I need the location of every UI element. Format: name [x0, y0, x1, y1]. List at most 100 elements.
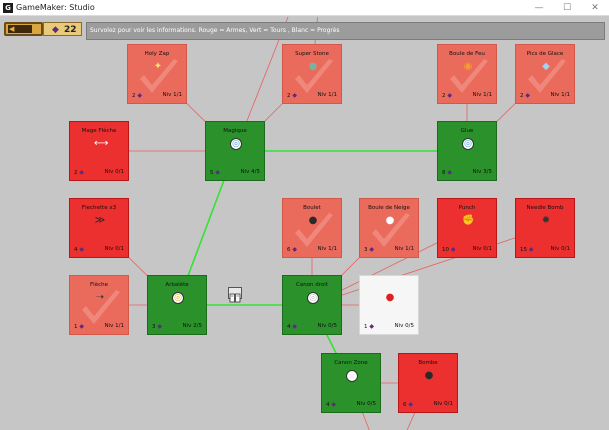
node-level: Niv 1/1 — [317, 92, 338, 98]
node-progres[interactable]: ●1 ◆Niv 0/5 — [359, 275, 419, 335]
magic-arrow-icon: ⟷ — [94, 138, 109, 149]
node-level: Niv 1/1 — [104, 323, 125, 329]
stone-icon: ● — [308, 61, 318, 72]
glue-tower-icon: ◎ — [462, 138, 474, 150]
gem-icon: ◆ — [367, 323, 375, 330]
node-canon-zone[interactable]: Canon Zone◎4 ◆Niv 0/5 — [321, 353, 381, 413]
node-name: Arbalète — [165, 282, 189, 288]
node-cost: 15 ◆ — [520, 246, 534, 254]
gem-icon: ◆ — [445, 92, 453, 99]
cost-value: 1 — [364, 324, 368, 330]
title-bar: G GameMaker: Studio — ☐ ✕ — [0, 0, 609, 16]
crossbow-tower-icon: ◎ — [172, 292, 184, 304]
node-fleche[interactable]: Flèche➝1 ◆Niv 1/1 — [69, 275, 129, 335]
node-level: Niv 0/1 — [550, 246, 571, 252]
cost-value: 4 — [74, 247, 78, 253]
node-cost: 1 ◆ — [74, 323, 84, 331]
node-level: Niv 1/1 — [472, 92, 493, 98]
node-name: Boule de Neige — [368, 205, 410, 211]
node-name: Holy Zap — [144, 51, 170, 57]
magic-tower-icon: ◎ — [230, 138, 242, 150]
node-pics-de-glace[interactable]: Pics de Glace◆2 ◆Niv 1/1 — [515, 44, 575, 104]
gem-icon: ◆ — [77, 169, 85, 176]
node-level: Niv 0/1 — [472, 246, 493, 252]
node-needle-bomb[interactable]: Needle Bomb✹15 ◆Niv 0/1 — [515, 198, 575, 258]
node-level: Niv 1/1 — [162, 92, 183, 98]
node-name: Magique — [223, 128, 247, 134]
triple-dart-icon: ≫ — [94, 215, 106, 226]
node-cost: 1 ◆ — [364, 323, 374, 331]
node-name: Boule de Feu — [449, 51, 485, 57]
cost-value: 2 — [442, 93, 446, 99]
node-magique[interactable]: Magique◎5 ◆Niv 4/5 — [205, 121, 265, 181]
ice-spike-icon: ◆ — [542, 61, 550, 72]
purchased-check-icon — [450, 59, 488, 93]
node-name: Mage Flèche — [81, 128, 117, 134]
gem-icon: ◆ — [406, 401, 414, 408]
gem-counter: ◆ 22 — [43, 22, 82, 36]
info-bar: Survolez pour voir les informations. Rou… — [86, 22, 605, 40]
purchased-check-icon — [528, 59, 566, 93]
node-name: Pics de Glace — [526, 51, 564, 57]
snowball-icon: ● — [385, 215, 395, 226]
node-level: Niv 0/1 — [104, 169, 125, 175]
node-boule-de-feu[interactable]: Boule de Feu◉2 ◆Niv 1/1 — [437, 44, 497, 104]
node-level: Niv 1/1 — [317, 246, 338, 252]
node-glue[interactable]: Glue◎8 ◆Niv 3/5 — [437, 121, 497, 181]
purchased-check-icon — [295, 59, 333, 93]
gamemaker-logo-icon: G — [3, 3, 13, 13]
cost-value: 2 — [520, 93, 524, 99]
back-button[interactable]: ◀ — [4, 22, 43, 36]
gem-icon: ◆ — [77, 246, 85, 253]
gem-icon: ◆ — [290, 246, 298, 253]
node-name: Canon Zone — [334, 360, 368, 366]
node-arbalete[interactable]: Arbalète◎3 ◆Niv 2/5 — [147, 275, 207, 335]
node-cost: 4 ◆ — [74, 246, 84, 254]
gem-icon: ◆ — [329, 401, 337, 408]
cost-value: 3 — [152, 324, 156, 330]
gem-icon: ◆ — [135, 92, 143, 99]
cannonball-icon: ● — [308, 215, 318, 226]
cost-value: 4 — [287, 324, 291, 330]
cost-value: 1 — [74, 324, 78, 330]
cost-value: 8 — [442, 170, 446, 176]
node-bombe[interactable]: Bombe●6 ◆Niv 0/1 — [398, 353, 458, 413]
gem-icon: ◆ — [155, 323, 163, 330]
gem-icon: ◆ — [290, 323, 298, 330]
info-text: Survolez pour voir les informations. Rou… — [90, 27, 340, 34]
node-cost: 2 ◆ — [132, 92, 142, 100]
node-boulet[interactable]: Boulet●6 ◆Niv 1/1 — [282, 198, 342, 258]
gem-icon: ◆ — [445, 169, 453, 176]
node-level: Niv 1/1 — [394, 246, 415, 252]
node-cost: 2 ◆ — [442, 92, 452, 100]
arrow-left-icon: ◀ — [8, 25, 32, 33]
node-boule-de-neige[interactable]: Boule de Neige●3 ◆Niv 1/1 — [359, 198, 419, 258]
gem-icon: ◆ — [52, 25, 59, 35]
cost-value: 4 — [326, 402, 330, 408]
purchased-check-icon — [372, 213, 410, 247]
node-cost: 4 ◆ — [326, 401, 336, 409]
book-icon — [228, 287, 242, 303]
minimize-button[interactable]: — — [534, 3, 544, 13]
node-punch[interactable]: Punch✊10 ◆Niv 0/1 — [437, 198, 497, 258]
node-cost: 8 ◆ — [442, 169, 452, 177]
close-button[interactable]: ✕ — [591, 3, 599, 13]
gem-icon: ◆ — [367, 246, 375, 253]
node-cost: 6 ◆ — [403, 401, 413, 409]
arrow-icon: ➝ — [95, 292, 105, 303]
node-flechette-x3[interactable]: Flechette x3≫4 ◆Niv 0/1 — [69, 198, 129, 258]
cost-value: 2 — [287, 93, 291, 99]
node-name: Canon droit — [296, 282, 328, 288]
node-holy-zap[interactable]: Holy Zap ✦ 2 ◆ Niv 1/1 — [127, 44, 187, 104]
window-title: GameMaker: Studio — [16, 3, 95, 12]
node-canon-droit[interactable]: Canon droit◎4 ◆Niv 0/5 — [282, 275, 342, 335]
cost-value: 6 — [287, 247, 291, 253]
cost-value: 6 — [403, 402, 407, 408]
cannon-tower-icon: ◎ — [307, 292, 319, 304]
node-mage-fleche[interactable]: Mage Flèche⟷2 ◆Niv 0/1 — [69, 121, 129, 181]
node-super-stone[interactable]: Super Stone●2 ◆Niv 1/1 — [282, 44, 342, 104]
node-level: Niv 0/5 — [394, 323, 415, 329]
holy-zap-icon: ✦ — [153, 61, 163, 72]
cost-value: 5 — [210, 170, 214, 176]
maximize-button[interactable]: ☐ — [562, 3, 572, 13]
